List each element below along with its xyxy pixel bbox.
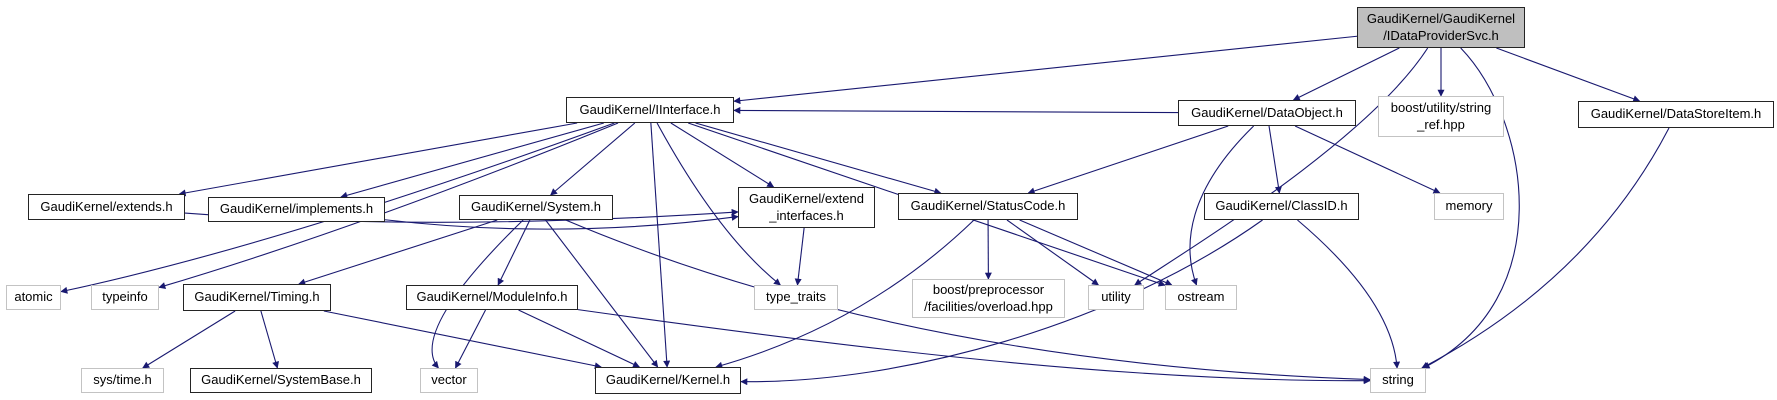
- node-classid[interactable]: GaudiKernel/ClassID.h: [1204, 193, 1359, 220]
- node-statuscode[interactable]: GaudiKernel/StatusCode.h: [898, 193, 1078, 220]
- node-timing[interactable]: GaudiKernel/Timing.h: [183, 284, 331, 311]
- node-sys_time: sys/time.h: [81, 368, 164, 393]
- edge-dataobject-ostream: [1189, 125, 1255, 286]
- edge-iinterface-extends: [178, 122, 578, 197]
- edge-classid-kernel: [740, 219, 1263, 386]
- node-datastoreitem[interactable]: GaudiKernel/DataStoreItem.h: [1578, 101, 1774, 128]
- edge-statuscode-utility: [1006, 219, 1099, 286]
- edge-main-iinterface: [733, 35, 1358, 105]
- edge-extend_interfaces-type_traits: [794, 227, 805, 286]
- node-systembase[interactable]: GaudiKernel/SystemBase.h: [190, 368, 372, 393]
- edge-dataobject-statuscode: [1027, 125, 1229, 195]
- edge-timing-sys_time: [142, 310, 236, 369]
- node-implements[interactable]: GaudiKernel/implements.h: [208, 197, 385, 222]
- edge-timing-systembase: [260, 310, 279, 369]
- node-kernel[interactable]: GaudiKernel/Kernel.h: [595, 367, 741, 394]
- node-iinterface[interactable]: GaudiKernel/IInterface.h: [566, 97, 734, 123]
- edge-main-dataobject: [1292, 47, 1400, 101]
- edge-system-vector: [431, 219, 524, 369]
- node-memory: memory: [1434, 193, 1504, 220]
- edge-dataobject-iinterface: [733, 106, 1179, 114]
- edge-iinterface-extend_interfaces: [670, 122, 775, 188]
- node-extend_interfaces[interactable]: GaudiKernel/extend _interfaces.h: [738, 187, 875, 228]
- node-string: string: [1370, 368, 1426, 393]
- edge-moduleinfo-kernel: [518, 309, 641, 368]
- edge-system-string: [565, 219, 1371, 383]
- edge-statuscode-kernel: [715, 219, 975, 369]
- edge-iinterface-system: [550, 122, 636, 196]
- edge-classid-string: [1297, 219, 1401, 369]
- edge-timing-kernel: [323, 310, 602, 370]
- node-atomic: atomic: [6, 285, 61, 310]
- edge-main-string: [1422, 47, 1520, 369]
- node-moduleinfo[interactable]: GaudiKernel/ModuleInfo.h: [406, 285, 578, 310]
- node-ostream: ostream: [1165, 285, 1237, 310]
- edge-system-timing: [298, 219, 498, 286]
- edge-dataobject-classid: [1268, 125, 1282, 194]
- edge-system-kernel: [545, 219, 659, 368]
- node-boost_pp: boost/preprocessor /facilities/overload.…: [912, 279, 1065, 318]
- edge-iinterface-implements: [340, 122, 604, 199]
- node-dataobject[interactable]: GaudiKernel/DataObject.h: [1178, 100, 1356, 126]
- node-main[interactable]: GaudiKernel/GaudiKernel /IDataProviderSv…: [1357, 7, 1525, 48]
- edge-statuscode-ostream: [1019, 219, 1173, 286]
- edge-main-datastoreitem: [1496, 47, 1641, 103]
- node-extends[interactable]: GaudiKernel/extends.h: [28, 194, 185, 220]
- node-typeinfo: typeinfo: [91, 285, 159, 310]
- edge-moduleinfo-string: [577, 309, 1371, 385]
- node-string_ref: boost/utility/string _ref.hpp: [1378, 96, 1504, 137]
- edge-system-moduleinfo: [497, 219, 531, 286]
- edge-datastoreitem-string: [1421, 127, 1670, 369]
- node-vector: vector: [420, 368, 478, 393]
- edge-dataobject-memory: [1294, 125, 1441, 194]
- edge-iinterface-kernel: [650, 122, 671, 368]
- edge-moduleinfo-vector: [454, 309, 487, 369]
- edge-main-utility: [1134, 47, 1429, 286]
- edge-iinterface-statuscode: [695, 122, 942, 195]
- edge-iinterface-atomic: [60, 122, 615, 294]
- node-type_traits: type_traits: [754, 285, 838, 310]
- edge-implements-extend_interfaces: [384, 213, 739, 230]
- node-system[interactable]: GaudiKernel/System.h: [459, 195, 613, 220]
- node-utility: utility: [1088, 285, 1144, 310]
